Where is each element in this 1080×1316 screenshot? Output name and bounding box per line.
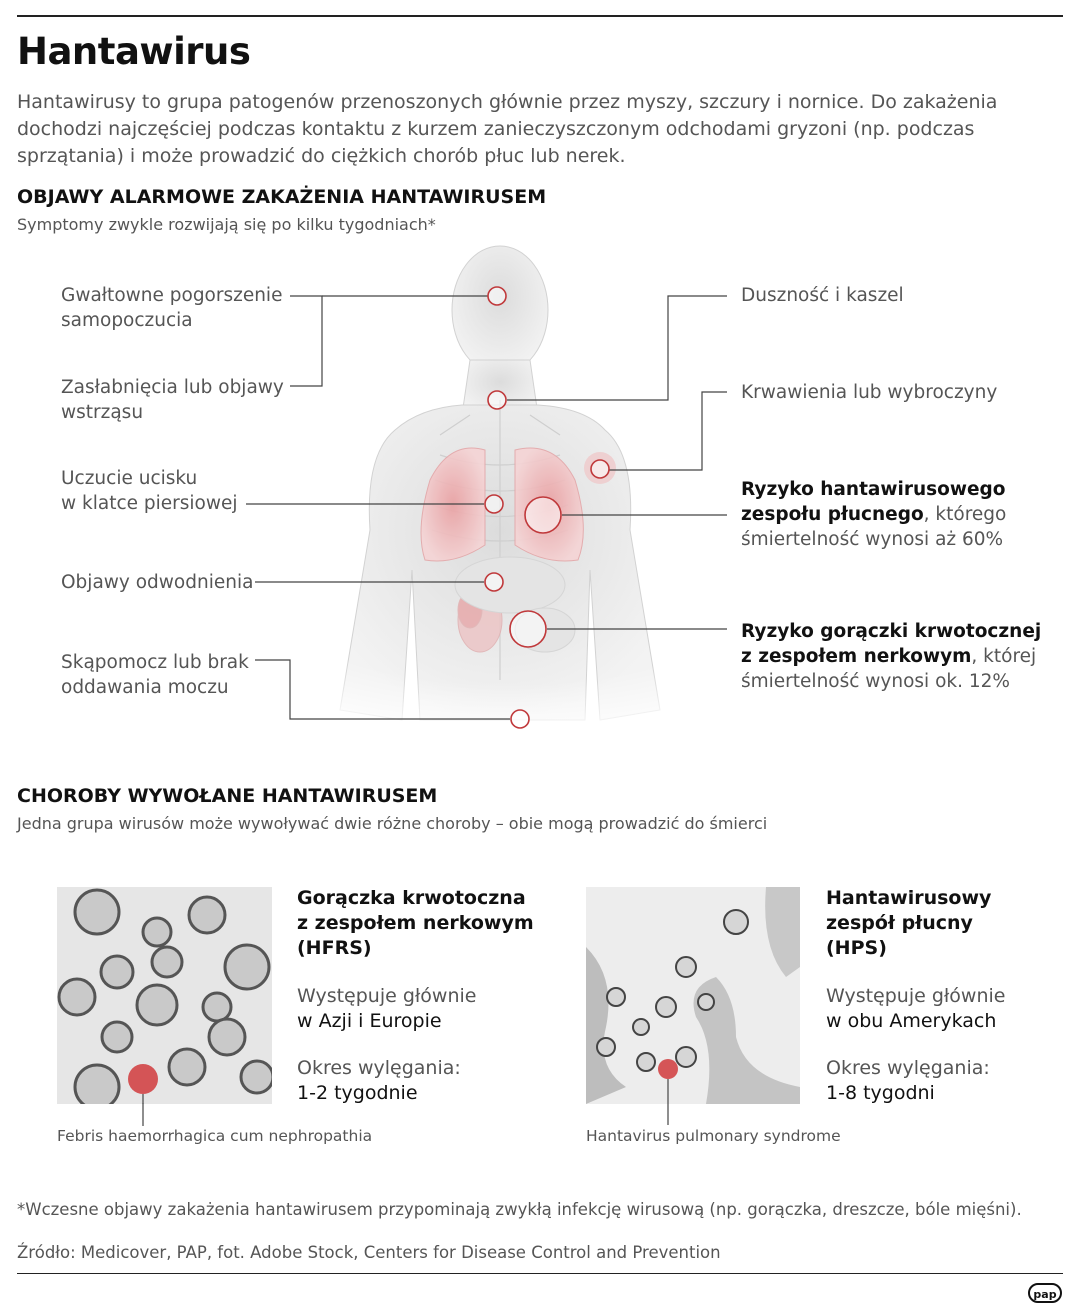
source-note: Źródło: Medicover, PAP, fot. Adobe Stock… <box>17 1243 721 1262</box>
symptom-bleeding: Krwawienia lub wybroczyny <box>741 382 998 403</box>
hps-occurrence: Występuje głównie w obu Amerykach <box>826 985 1006 1032</box>
pap-logo: pap <box>1028 1283 1062 1303</box>
hps-highlight <box>658 1059 678 1079</box>
markers <box>484 286 610 729</box>
marker-kidneys <box>509 610 547 648</box>
hfrs-micrograph <box>57 887 272 1104</box>
intro-text: Hantawirusy to grupa patogenów przenoszo… <box>17 91 998 167</box>
page-title: Hantawirus <box>17 30 251 73</box>
hps-caption: Hantavirus pulmonary syndrome <box>586 1127 841 1145</box>
symptoms-heading: OBJAWY ALARMOWE ZAKAŻENIA HANTAWIRUSEM <box>17 186 547 208</box>
risk-renal: Ryzyko gorączki krwotocznej z zespołem n… <box>741 621 1042 692</box>
symptom-dehydration: Objawy odwodnienia <box>61 572 254 593</box>
diseases-subheading: Jedna grupa wirusów może wywoływać dwie … <box>17 814 768 833</box>
marker-lower <box>510 709 530 729</box>
symptom-dyspnea: Duszność i kaszel <box>741 285 904 306</box>
marker-chest <box>484 494 504 514</box>
marker-throat <box>487 390 507 410</box>
marker-lungs <box>524 496 562 534</box>
hfrs-occurrence: Występuje głównie w Azji i Europie <box>297 985 477 1032</box>
footnote: *Wczesne objawy zakażenia hantawirusem p… <box>17 1200 1022 1219</box>
symptom-oliguria: Skąpomocz lub brak oddawania moczu <box>61 652 249 698</box>
hfrs-caption: Febris haemorrhagica cum nephropathia <box>57 1127 373 1145</box>
marker-head <box>487 286 507 306</box>
risk-pulmonary: Ryzyko hantawirusowego zespołu płucnego,… <box>741 479 1007 550</box>
hfrs-title: Gorączka krwotoczna z zespołem nerkowym … <box>297 887 534 959</box>
top-rule <box>17 15 1063 17</box>
hfrs-highlight <box>128 1064 158 1094</box>
hps-micrograph <box>586 887 800 1104</box>
leader-lines <box>246 295 727 720</box>
marker-shoulder <box>590 459 610 479</box>
symptom-chest-pressure: Uczucie ucisku w klatce piersiowej <box>61 468 238 514</box>
diseases-heading: CHOROBY WYWOŁANE HANTAWIRUSEM <box>17 785 438 807</box>
symptom-malaise: Gwałtowne pogorszenie samopoczucia <box>61 285 283 331</box>
body-diagram <box>246 245 727 740</box>
symptoms-subheading: Symptomy zwykle rozwijają się po kilku t… <box>17 215 436 234</box>
hps-incubation: Okres wylęgania: 1-8 tygodni <box>826 1057 990 1104</box>
marker-abdomen <box>484 572 504 592</box>
bottom-rule <box>17 1273 1063 1274</box>
hps-caption-line <box>667 1079 669 1125</box>
symptom-fainting: Zasłabnięcia lub objawy wstrząsu <box>61 377 284 423</box>
hps-title: Hantawirusowy zespół płucny (HPS) <box>826 887 992 959</box>
hfrs-incubation: Okres wylęgania: 1-2 tygodnie <box>297 1057 461 1104</box>
hfrs-caption-line <box>142 1103 144 1126</box>
